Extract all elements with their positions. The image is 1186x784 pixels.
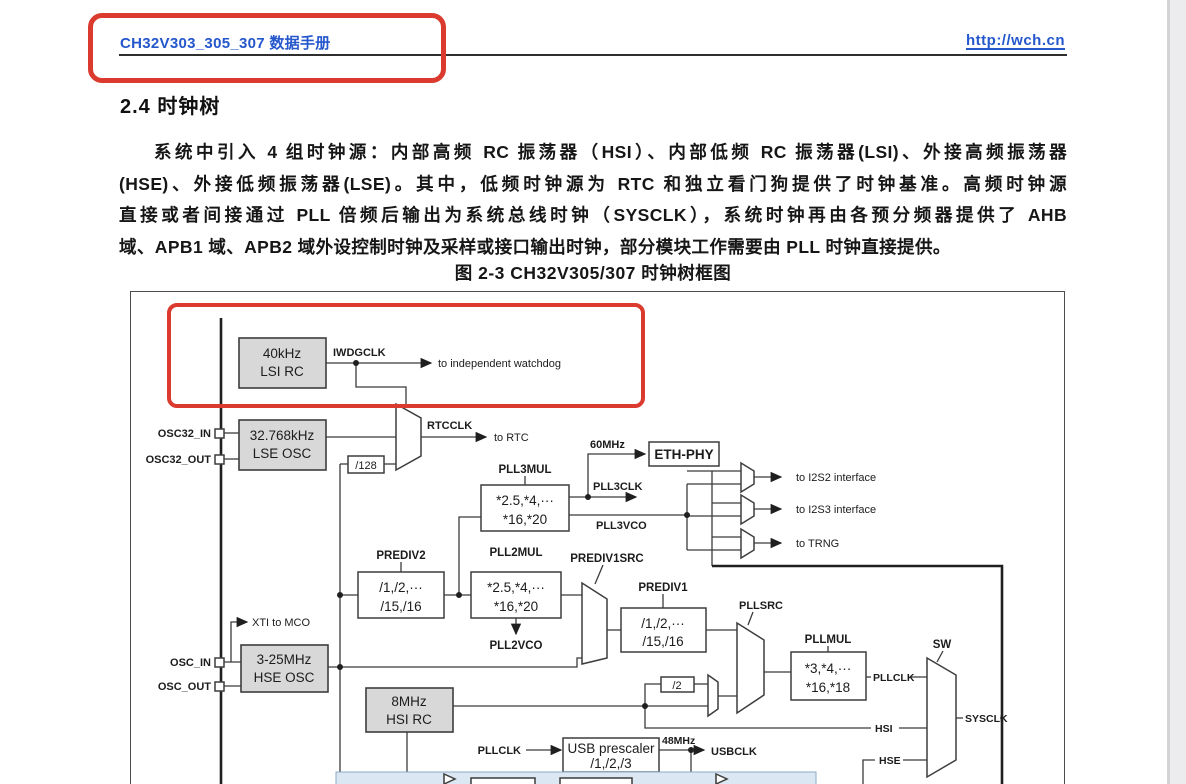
pll2mul-l1: *2.5,*4,··· [487,580,545,595]
prediv2-l2: /15,/16 [380,599,421,614]
sw-mux-label: SW [933,639,952,651]
pin-squares [214,428,225,692]
pllclk-signal: PLLCLK [873,672,915,684]
lse-osc-block [238,419,327,471]
red-annotation-box-lsi [167,303,645,408]
usb-prescaler-l1: USB prescaler [567,741,655,756]
iwdgclk-signal: IWDGCLK [333,347,386,359]
pllsrc-mux-label: PLLSRC [739,600,783,612]
pll3mul-block [480,484,570,532]
i2s3-mux [740,493,755,526]
prediv1-l2: /15,/16 [642,634,683,649]
paragraph-line: 域、APB1 域、APB2 域外设控制时钟及采样或接口输出时钟，部分模块工作需要… [119,236,951,257]
hsi-div2-mux [707,673,719,718]
pll3vco-signal: PLL3VCO [596,520,647,532]
hse-signal: HSE [879,755,901,767]
48mhz-signal: 48MHz [662,735,695,747]
pin-osc32-out: OSC32_OUT [146,454,212,466]
header-doc-title[interactable]: CH32V303_305_307 数据手册 [120,35,331,52]
div128-label: /128 [355,460,376,472]
to-i2s2-label: to I2S2 interface [796,472,876,484]
pll3clk-signal: PLL3CLK [593,481,643,493]
div2-label: /2 [672,680,681,692]
prediv2-label: PREDIV2 [376,550,425,562]
pll2mul-label: PLL2MUL [489,547,542,559]
paragraph-line: 直接或者间接通过 PLL 倍频后输出为系统总线时钟（SYSCLK），系统时钟再由… [119,205,1067,225]
connector-lines [219,318,1004,784]
page-edge-line [1167,0,1170,784]
figure-caption: 图 2-3 CH32V305/307 时钟树框图 [454,263,732,283]
usb-prescaler-l2: /1,/2,/3 [590,756,631,771]
clock-tree-svg: OSC32_IN OSC32_OUT OSC_IN OSC_OUT 40kHz … [146,318,1008,784]
header-website-link[interactable]: http://wch.cn [966,32,1065,49]
eth-phy-block [648,441,720,467]
pll2mul-block [470,571,562,619]
rtcclk-signal: RTCCLK [427,420,472,432]
pin-osc-in: OSC_IN [170,657,211,669]
prediv1-label: PREDIV1 [638,582,688,594]
body-paragraph: 系统中引入 4 组时钟源：内部高频 RC 振荡器（HSI）、内部低频 RC 振荡… [119,137,1067,263]
div128-block [347,455,385,474]
to-trng-label: to TRNG [796,538,839,550]
header-rule [119,54,1067,56]
red-annotation-box-header [88,13,446,83]
hsi-signal: HSI [875,723,893,735]
lower-section-band [335,771,817,784]
div2-block [660,676,695,693]
pllclk-usb-signal: PLLCLK [478,745,521,757]
pin-osc-out: OSC_OUT [158,681,211,693]
lsi-freq: 40kHz [263,346,302,361]
prediv1src-mux-label: PREDIV1SRC [570,553,644,565]
prediv1src-mux [581,581,608,665]
lse-name: LSE OSC [253,446,312,461]
lse-freq: 32.768kHz [250,428,315,443]
sw-sysclk-mux [926,656,957,779]
trng-mux [740,527,755,560]
paragraph-line: (HSE)、外接低频振荡器(LSE)。其中，低频时钟源为 RTC 和独立看门狗提… [119,173,1067,194]
pin-osc32-in: OSC32_IN [158,428,211,440]
sysclk-signal: SYSCLK [965,713,1008,725]
hse-osc-block [240,644,329,693]
pllsrc-mux [736,621,765,715]
prediv2-l1: /1,/2,··· [379,580,423,595]
hse-freq: 3-25MHz [257,652,312,667]
pllmul-label: PLLMUL [805,634,852,646]
usbclk-signal: USBCLK [711,746,757,758]
pllmul-l1: *3,*4,··· [805,661,852,676]
to-i2s3-label: to I2S3 interface [796,504,876,516]
pll3mul-label: PLL3MUL [498,464,551,476]
hse-name: HSE OSC [254,670,315,685]
pll3mul-l1: *2.5,*4,··· [496,493,554,508]
hsi-rc-block [365,687,454,733]
i2s2-mux [740,461,755,494]
60mhz-signal: 60MHz [590,439,625,451]
section-title: 2.4 时钟树 [120,96,221,118]
clock-tree-diagram: OSC32_IN OSC32_OUT OSC_IN OSC_OUT 40kHz … [130,291,1065,784]
prediv1-l1: /1,/2,··· [641,616,685,631]
junction-dots [337,360,694,753]
to-rtc-label: to RTC [494,432,529,444]
lsi-name: LSI RC [260,364,304,379]
pll3mul-l2: *16,*20 [503,512,547,527]
eth-phy-label: ETH-PHY [654,447,713,462]
pll2mul-l2: *16,*20 [494,599,538,614]
hsi-name: HSI RC [386,712,432,727]
viewer-gutter[interactable] [1170,0,1186,784]
prediv2-block [357,571,445,619]
pllmul-l2: *16,*18 [806,680,850,695]
lsi-rc-block [238,337,327,389]
pll2vco-label: PLL2VCO [489,640,542,652]
xti-to-mco-label: XTI to MCO [252,617,311,629]
pllmul-block [790,651,867,701]
rtc-clock-mux [395,402,422,472]
hsi-freq: 8MHz [391,694,427,709]
prediv1-block [620,607,707,653]
paragraph-line: 系统中引入 4 组时钟源：内部高频 RC 振荡器（HSI）、内部低频 RC 振荡… [154,142,1067,162]
to-watchdog-label: to independent watchdog [438,358,561,370]
